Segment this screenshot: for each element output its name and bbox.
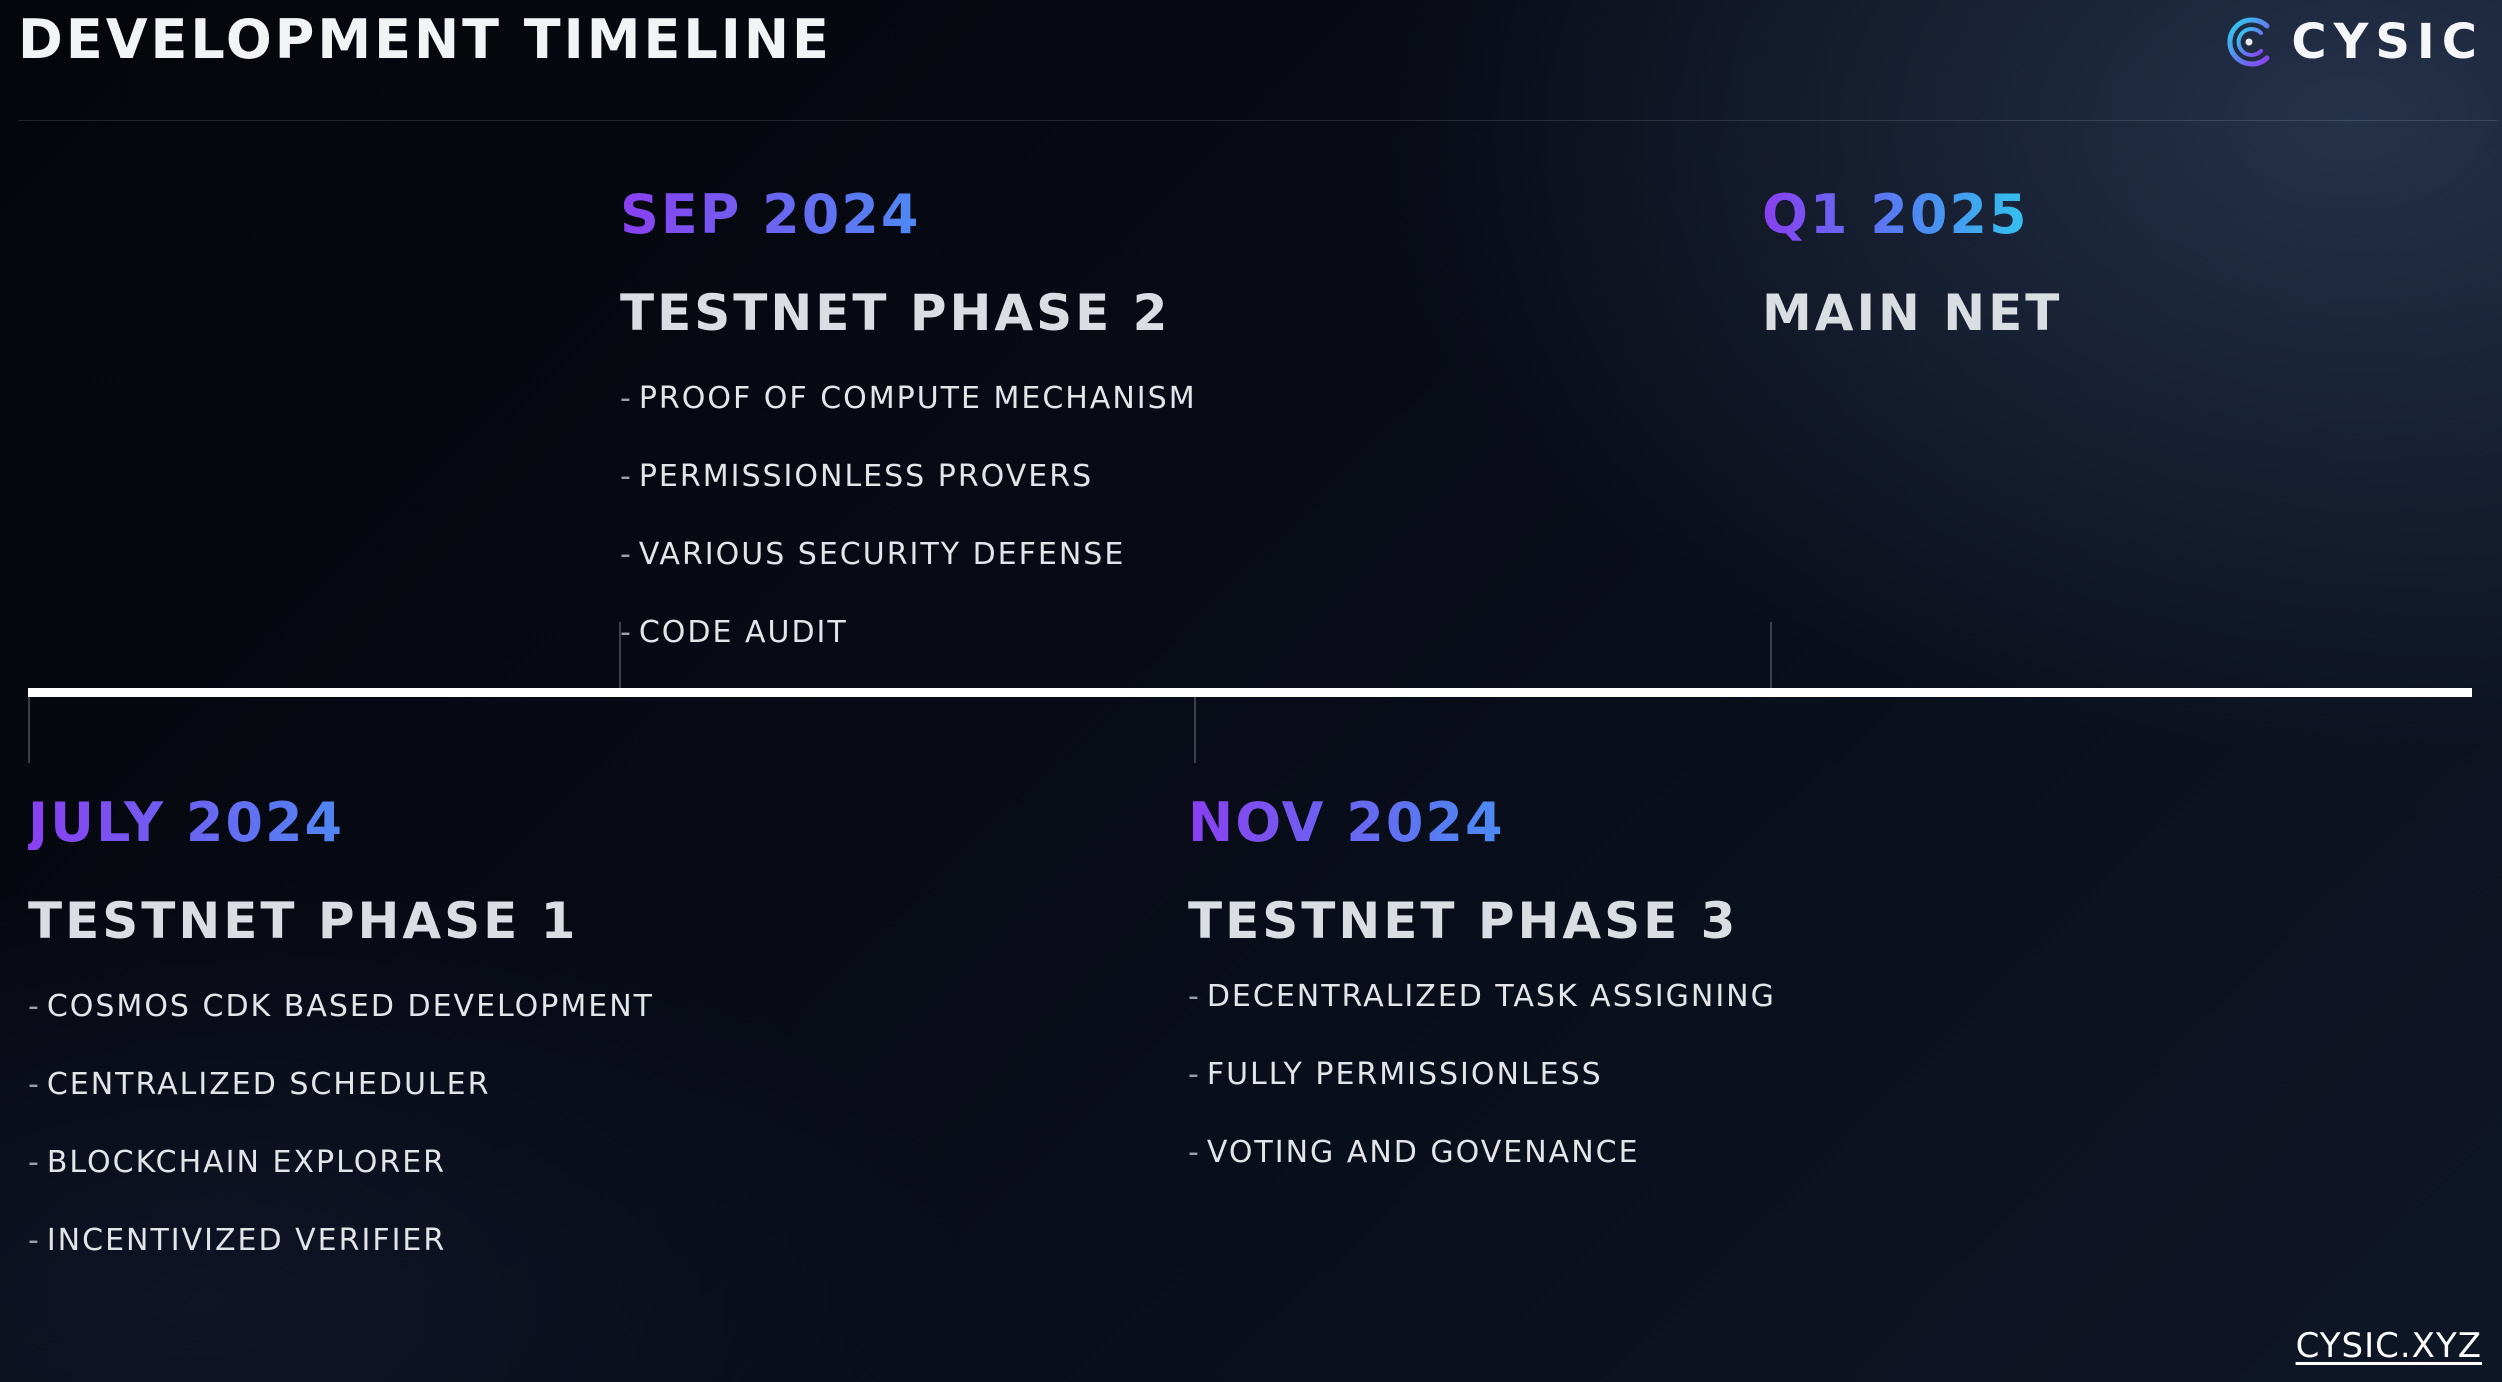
milestone-phase: TESTNET PHASE 2 <box>620 284 1171 342</box>
milestone-date: Q1 2025 <box>1762 188 2062 242</box>
list-item: -PROOF OF COMPUTE MECHANISM <box>620 381 1197 416</box>
list-item: -FULLY PERMISSIONLESS <box>1188 1057 1603 1092</box>
logo-text: CYSIC <box>2291 14 2484 70</box>
brand-logo: CYSIC <box>2221 14 2484 70</box>
milestone-items: -COSMOS CDK BASED DEVELOPMENT -CENTRALIZ… <box>28 992 654 1304</box>
milestone-q1-2025: Q1 2025 MAIN NET <box>1762 188 2063 342</box>
list-item: -COSMOS CDK BASED DEVELOPMENT <box>28 989 654 1024</box>
milestone-date: JULY 2024 <box>28 796 654 850</box>
list-item: -CODE AUDIT <box>620 615 848 650</box>
milestone-items: -PROOF OF COMPUTE MECHANISM -PERMISSIONL… <box>620 384 1197 696</box>
milestone-items: -DECENTRALIZED TASK ASSIGNING -FULLY PER… <box>1188 982 1776 1216</box>
list-item: -VOTING AND GOVENANCE <box>1188 1135 1640 1170</box>
list-item: -PERMISSIONLESS PROVERS <box>620 459 1094 494</box>
list-item: -BLOCKCHAIN EXPLORER <box>28 1145 446 1180</box>
header-divider <box>18 120 2498 121</box>
milestone-july-2024: JULY 2024 TESTNET PHASE 1 -COSMOS CDK BA… <box>28 796 654 1304</box>
milestone-phase: MAIN NET <box>1762 284 2063 342</box>
milestone-date: SEP 2024 <box>620 188 1197 242</box>
page-title: DEVELOPMENT TIMELINE <box>18 8 832 71</box>
list-item: -VARIOUS SECURITY DEFENSE <box>620 537 1126 572</box>
list-item: -INCENTIVIZED VERIFIER <box>28 1223 447 1258</box>
connector-sep-2024 <box>619 622 621 688</box>
connector-july-2024 <box>28 697 30 763</box>
milestone-nov-2024: NOV 2024 TESTNET PHASE 3 -DECENTRALIZED … <box>1188 796 1776 1216</box>
milestone-phase: TESTNET PHASE 1 <box>28 892 579 950</box>
milestone-phase: TESTNET PHASE 3 <box>1188 892 1739 950</box>
list-item: -DECENTRALIZED TASK ASSIGNING <box>1188 979 1776 1014</box>
connector-q1-2025 <box>1770 622 1772 688</box>
milestone-sep-2024: SEP 2024 TESTNET PHASE 2 -PROOF OF COMPU… <box>620 188 1197 696</box>
timeline-line <box>28 688 2472 697</box>
milestone-date: NOV 2024 <box>1188 796 1776 850</box>
cysic-logo-icon <box>2227 17 2270 67</box>
website-link[interactable]: CYSIC.XYZ <box>2295 1326 2482 1366</box>
connector-nov-2024 <box>1194 697 1196 763</box>
list-item: -CENTRALIZED SCHEDULER <box>28 1067 491 1102</box>
